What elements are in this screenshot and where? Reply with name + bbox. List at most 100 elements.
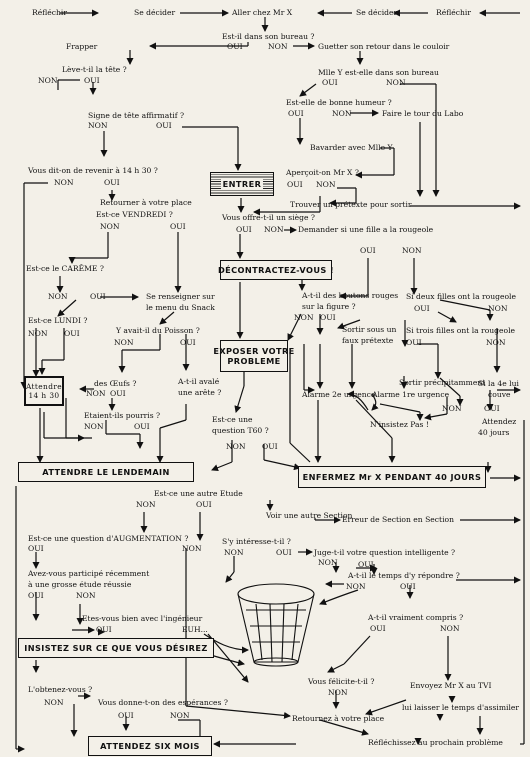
node-frapper: Frapper <box>66 42 98 51</box>
node-renseigner-2: le menu du Snack <box>146 303 215 312</box>
node-vendredi: Est-ce VENDREDI ? <box>96 210 173 219</box>
node-pourris: Etaient-ils pourris ? <box>84 411 161 420</box>
oui-label: OUI <box>287 180 303 189</box>
node-retournez-place: Retournez à votre place <box>292 714 385 723</box>
node-ingenieur: Etes-vous bien avec l'ingénieur <box>82 614 203 623</box>
non-label: NON <box>316 180 336 189</box>
non-label: NON <box>76 591 96 600</box>
non-label: NON <box>38 76 58 85</box>
node-guetter: Guetter son retour dans le couloir <box>318 42 450 51</box>
non-label: NON <box>84 422 104 431</box>
exposer-label-2: PROBLEME <box>227 356 281 366</box>
exposer-box: EXPOSER VOTRE PROBLEME <box>213 340 294 372</box>
insistez-box: INSISTEZ SUR CE QUE VOUS DÉSIREZ <box>18 638 214 658</box>
node-attendez-40: Attendez <box>482 417 517 426</box>
non-label: NON <box>488 304 508 313</box>
non-label: NON <box>264 225 284 234</box>
top-reflechir-left: Réfléchir <box>32 8 67 17</box>
non-label: NON <box>268 42 288 51</box>
node-bureau: Est-il dans son bureau ? <box>222 32 315 41</box>
top-se-decider-right: Se décider <box>356 8 398 17</box>
attendez-six-mois-box: ATTENDEZ SIX MOIS <box>88 736 212 756</box>
node-revenir: Vous dit-on de revenir à 14 h 30 ? <box>28 166 158 175</box>
node-alarme-1: Alarme 1re urgence <box>372 390 450 399</box>
non-label: NON <box>226 442 246 451</box>
oui-label: OUI <box>134 422 150 431</box>
node-autre-etude: Est-ce une autre Etude <box>154 489 243 498</box>
node-apercoit: Aperçoit-on Mr X ? <box>286 168 359 177</box>
node-40-jours: 40 jours <box>478 428 510 437</box>
non-label: NON <box>136 500 156 509</box>
oui-label: OUI <box>110 389 126 398</box>
node-lundi: Est-ce LUNDI ? <box>28 316 88 325</box>
node-n-insistez-pas: N'insistez Pas ! <box>370 420 429 429</box>
non-label: NON <box>402 246 422 255</box>
node-sortir-sous: Sortir sous un <box>342 325 397 334</box>
node-augmentation: Est-ce une question d'AUGMENTATION ? <box>28 534 189 543</box>
node-trouver-pretexte: Trouver un prétexte pour sortir <box>290 200 412 209</box>
oui-label: OUI <box>156 121 172 130</box>
node-juge-t-il: Juge-t-il votre question intelligente ? <box>314 548 456 557</box>
non-label: NON <box>86 389 106 398</box>
oui-label: OUI <box>196 500 212 509</box>
exposer-label-1: EXPOSER VOTRE <box>213 346 295 356</box>
node-faux-pretexte: faux prétexte <box>342 336 394 345</box>
oui-label: OUI <box>118 711 134 720</box>
node-est-ce-une: Est-ce une <box>212 415 253 424</box>
node-siege: Vous offre-t-il un siège ? <box>222 213 315 222</box>
oui-label: OUI <box>288 109 304 118</box>
oui-label: OUI <box>96 625 112 634</box>
top-reflechir-right: Réfléchir <box>436 8 471 17</box>
non-label: NON <box>318 558 338 567</box>
node-question-t60: question T60 ? <box>212 426 269 435</box>
node-mlle-y: Mlle Y est-elle dans son bureau <box>318 68 439 77</box>
enfermez-box: ENFERMEZ Mr X PENDANT 40 JOURS <box>298 466 486 488</box>
attendre-1430-box: Attendre 14 h 30 <box>24 376 64 406</box>
non-label: NON <box>54 178 74 187</box>
node-reflechissez: Réfléchissez au prochain problème <box>368 738 503 747</box>
node-alarme-2: Alarme 2e urgence <box>302 390 376 399</box>
node-arete: A-t-il avalé <box>178 377 220 386</box>
node-deux-filles: Si deux filles ont la rougeole <box>406 292 516 301</box>
oui-label: OUI <box>104 178 120 187</box>
non-label: NON <box>114 338 134 347</box>
oui-label: OUI <box>400 582 416 591</box>
oui-label: OUI <box>28 544 44 553</box>
node-boutons-rouges-2: sur la figure ? <box>302 302 356 311</box>
node-erreur-section: Erreur de Section en Section <box>342 515 454 524</box>
oui-label: OUI <box>414 304 430 313</box>
node-si-la-4e: Si la 4e lui <box>478 379 519 388</box>
oui-label: OUI <box>28 591 44 600</box>
node-careme: Est-ce le CARÊME ? <box>26 264 104 273</box>
node-renseigner: Se renseigner sur <box>146 292 215 301</box>
enfermez-label: ENFERMEZ Mr X PENDANT 40 JOURS <box>302 472 482 482</box>
non-label: NON <box>224 548 244 557</box>
non-label: NON <box>170 711 190 720</box>
non-label: NON <box>100 222 120 231</box>
node-boutons-rouges: A-t-il des boutons rouges <box>302 291 399 300</box>
node-bavarder: Bavarder avec Mlle Y <box>310 143 393 152</box>
non-label: NON <box>28 329 48 338</box>
node-esperances: Vous donne-t-on des espérances ? <box>98 698 228 707</box>
node-envoyez-tvi: Envoyez Mr X au TVI <box>410 681 492 690</box>
oui-label: OUI <box>227 42 243 51</box>
non-label: NON <box>332 109 352 118</box>
oui-label: OUI <box>84 76 100 85</box>
non-label: NON <box>88 121 108 130</box>
node-vraiment-compris: A-t-il vraiment compris ? <box>368 613 464 622</box>
decontractez-label: DÉCONTRACTEZ-VOUS ! <box>217 265 335 275</box>
attendre-label-1: Attendre <box>25 382 63 391</box>
wastebasket-icon <box>237 583 315 667</box>
node-oeufs: des Œufs ? <box>94 379 137 388</box>
oui-label: OUI <box>180 338 196 347</box>
node-sortir-precip: Sortir précipitamment <box>399 378 486 387</box>
node-signe-de-tete: Signe de tête affirmatif ? <box>88 111 185 120</box>
node-bonne-humeur: Est-elle de bonne humeur ? <box>286 98 392 107</box>
oui-label: OUI <box>406 338 422 347</box>
node-demander-fille: Demander si une fille a la rougeole <box>298 225 434 234</box>
oui-label: OUI <box>64 329 80 338</box>
oui-label: OUI <box>170 222 186 231</box>
non-label: NON <box>346 582 366 591</box>
